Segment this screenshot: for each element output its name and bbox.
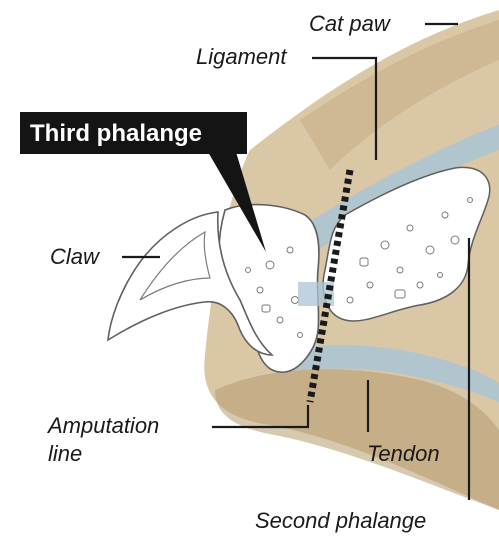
label-cat-paw: Cat paw <box>309 11 392 36</box>
label-claw: Claw <box>50 244 101 269</box>
label-amputation-line: line <box>48 441 82 466</box>
label-amputation: Amputation <box>46 413 159 438</box>
label-tendon: Tendon <box>367 441 440 466</box>
label-ligament: Ligament <box>196 44 287 69</box>
callout-title: Third phalange <box>30 120 202 147</box>
label-second-phalange: Second phalange <box>255 508 426 533</box>
